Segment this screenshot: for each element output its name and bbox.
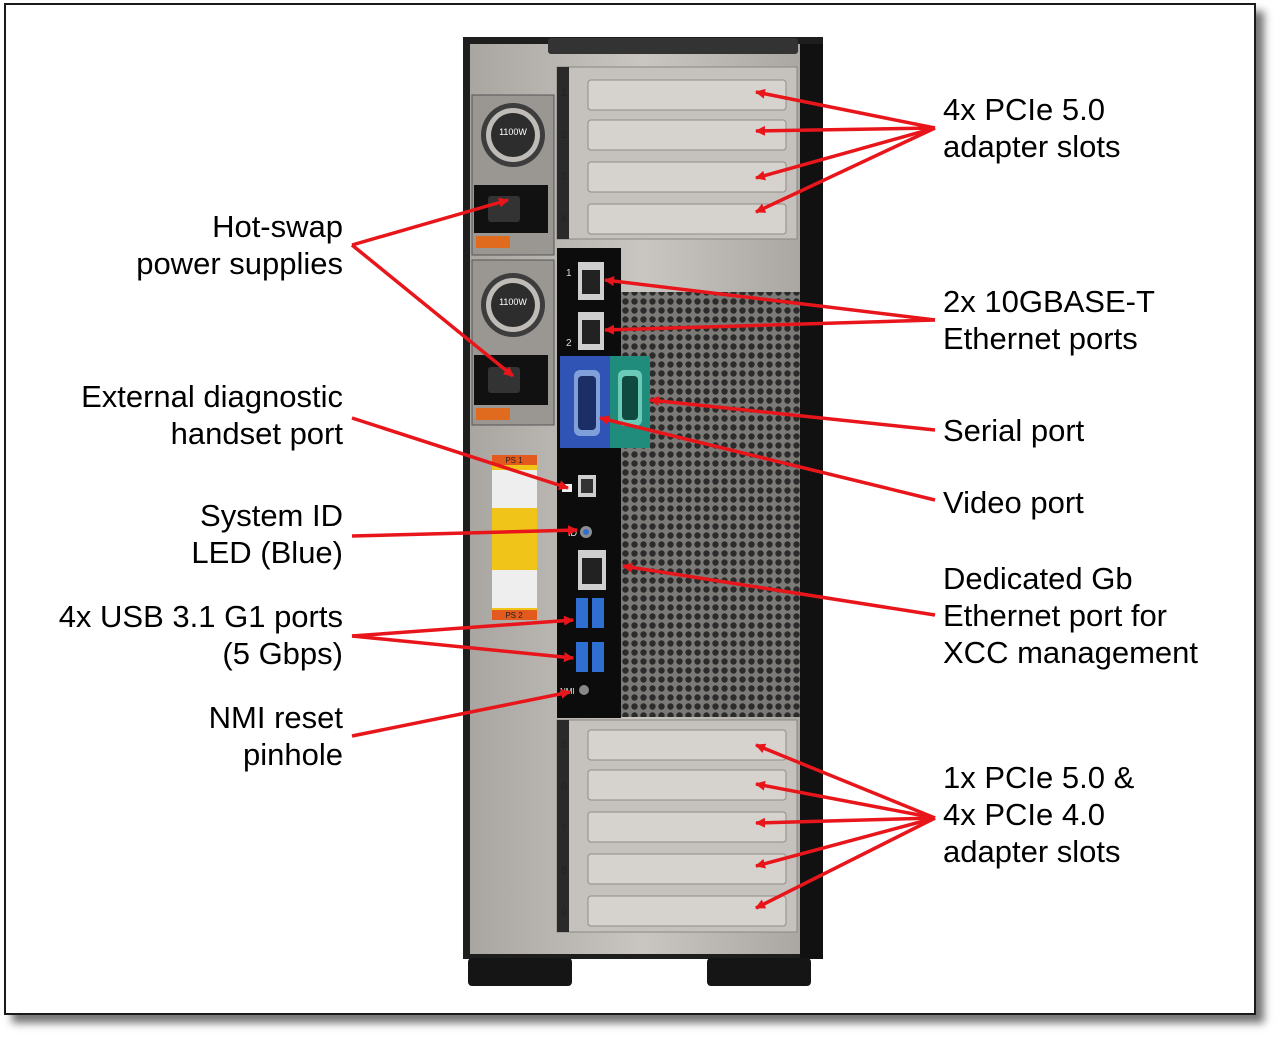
arrow-nmi <box>351 688 571 738</box>
slot-number: 2 <box>561 129 567 141</box>
chassis-foot <box>468 958 572 986</box>
arrow-xcc <box>622 562 936 617</box>
label-system-id: System ID LED (Blue) <box>191 498 343 570</box>
slot-number: 3 <box>561 171 567 183</box>
serial-port[interactable] <box>610 356 650 448</box>
bottom-slot-numbers: 5 6 7 8 9 <box>561 739 567 919</box>
psu-tag: PS 2 <box>505 611 523 620</box>
ethernet-10g-ports[interactable]: 1 2 <box>566 262 604 350</box>
arrow-id <box>351 525 578 538</box>
arrow-serial <box>649 395 936 432</box>
slot-number: 4 <box>561 213 567 225</box>
arrow-pcie-bottom-1 <box>755 743 936 820</box>
arrow-pcie-bottom-4 <box>755 816 936 869</box>
video-port[interactable] <box>560 356 610 448</box>
arrow-eth10g-2 <box>604 318 936 335</box>
slot-number: 5 <box>561 739 567 751</box>
arrow-video <box>599 415 936 502</box>
slot-number: 9 <box>561 907 567 919</box>
arrow-pcie-top-3 <box>755 126 936 181</box>
slot-number: 1 <box>561 87 567 99</box>
label-pcie-bottom: 1x PCIe 5.0 & 4x PCIe 4.0 adapter slots <box>943 760 1135 869</box>
label-xcc: Dedicated Gb Ethernet port for XCC manag… <box>943 561 1199 670</box>
slot-number: 8 <box>561 865 567 877</box>
arrow-eth10g-1 <box>604 276 936 322</box>
bottom-pcie-slot-area <box>556 719 798 933</box>
label-serial-port: Serial port <box>943 413 1085 448</box>
label-ethernet-10g: 2x 10GBASE-T Ethernet ports <box>943 284 1155 356</box>
label-power-supplies: Hot-swap power supplies <box>136 209 343 281</box>
arrow-usb-1 <box>351 615 574 638</box>
power-supply-2[interactable]: 1100W <box>471 259 555 426</box>
arrow-pcie-top-1 <box>755 88 936 130</box>
slot-number: 6 <box>561 781 567 793</box>
arrow-psu-2 <box>350 243 515 378</box>
label-nmi: NMI reset pinhole <box>208 700 343 772</box>
arrow-pcie-bottom-5 <box>755 816 936 910</box>
arrow-pcie-bottom-3 <box>755 816 936 828</box>
label-usb: 4x USB 3.1 G1 ports (5 Gbps) <box>58 599 343 671</box>
arrow-usb-2 <box>351 634 574 663</box>
power-supply-1[interactable]: 1100W <box>471 94 555 256</box>
callout-arrows <box>350 88 936 910</box>
label-pcie-top: 4x PCIe 5.0 adapter slots <box>943 92 1121 164</box>
arrow-pcie-top-2 <box>755 125 936 136</box>
psu-info-labels: PS 1 PS 2 <box>492 455 537 620</box>
slot-number: 7 <box>561 823 567 835</box>
usb-ports[interactable] <box>576 598 604 672</box>
psu-release-latch[interactable] <box>476 236 510 248</box>
arrow-diag <box>351 416 569 490</box>
xcc-ethernet-port[interactable] <box>578 550 606 590</box>
arrow-pcie-top-4 <box>755 126 936 214</box>
chassis-foot <box>707 958 811 986</box>
nic-port-number: 2 <box>566 338 572 349</box>
psu-tag: PS 1 <box>505 456 523 465</box>
psu-rating: 1100W <box>499 297 527 307</box>
psu-rating: 1100W <box>499 127 527 137</box>
label-video-port: Video port <box>943 485 1084 520</box>
vent-grille <box>610 292 800 717</box>
label-diagnostic-handset: External diagnostic handset port <box>81 379 343 451</box>
nic-port-number: 1 <box>566 268 572 279</box>
arrow-psu-1 <box>351 197 509 247</box>
arrow-pcie-bottom-2 <box>755 780 936 820</box>
psu-release-latch[interactable] <box>476 408 510 420</box>
top-slot-numbers: 1 2 3 4 <box>561 87 567 225</box>
